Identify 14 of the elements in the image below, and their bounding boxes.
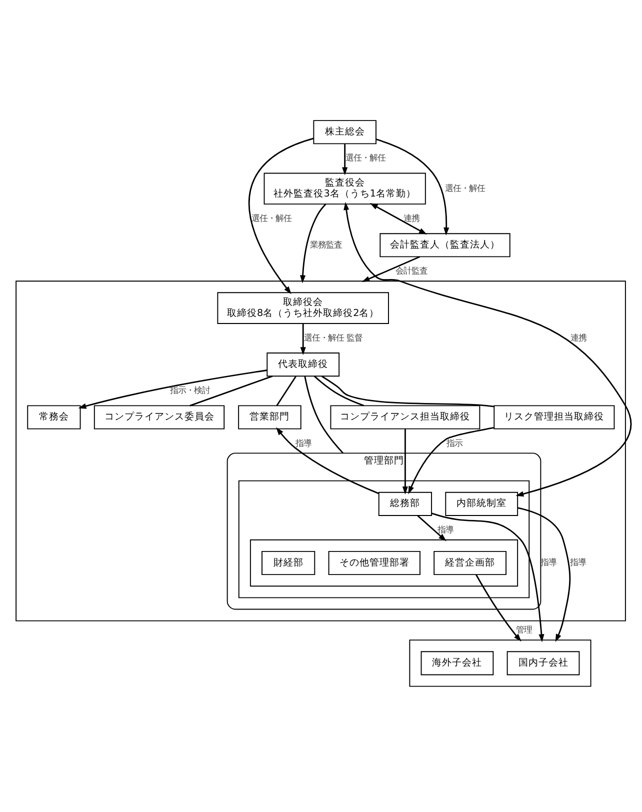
edge-label: 選任・解任 xyxy=(252,213,292,223)
edge-label: 選任・解任 xyxy=(444,182,485,193)
edge-label: 指導 xyxy=(570,557,586,568)
edge-label: 指導 xyxy=(438,524,454,534)
edge-label: 連携 xyxy=(404,213,420,223)
edge-label: 指導 xyxy=(296,438,312,448)
edge-label: 指示 xyxy=(446,438,463,448)
edge-label: 指示・検討 xyxy=(170,385,210,396)
edge-label: 選任・解任 監督 xyxy=(304,332,363,342)
edge-label: 選任・解任 xyxy=(345,152,386,163)
edge-label: 管理 xyxy=(516,624,532,635)
edge-label: 業務監査 xyxy=(310,239,342,250)
edge-label: 会計監査 xyxy=(396,266,428,276)
edge-label: 連携 xyxy=(570,332,587,342)
